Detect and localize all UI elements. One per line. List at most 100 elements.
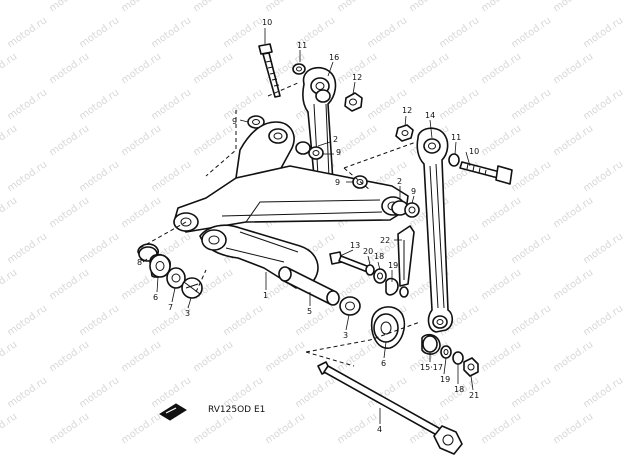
watermark-text: motod.ru	[77, 303, 121, 338]
watermark-text: motod.ru	[5, 231, 49, 266]
watermark-text: motod.ru	[263, 411, 307, 446]
watermark-text: motod.ru	[149, 87, 193, 122]
watermark-text: motod.ru	[551, 339, 595, 374]
callout-11-top: 11	[297, 41, 307, 50]
watermark-text: motod.ru	[335, 123, 379, 158]
watermark-text: motod.ru	[221, 15, 265, 50]
callout-9-b: 9	[336, 148, 341, 157]
watermark-text: motod.ru	[47, 339, 91, 374]
callout-11-right: 11	[451, 133, 461, 142]
watermark-text: motod.ru	[293, 303, 337, 338]
part-spacer-5	[278, 266, 340, 306]
watermark-text: motod.ru	[551, 123, 595, 158]
watermark-text: motod.ru	[509, 87, 553, 122]
watermark-text: motod.ru	[77, 15, 121, 50]
watermark-text: motod.ru	[191, 339, 235, 374]
watermark-text: motod.ru	[365, 87, 409, 122]
watermark-text: motod.ru	[479, 0, 523, 14]
watermark-text: motod.ru	[551, 411, 595, 446]
watermark-text: motod.ru	[221, 303, 265, 338]
watermark-text: motod.ru	[407, 51, 451, 86]
part-bolt-10-top	[258, 43, 281, 98]
watermark-text: motod.ru	[335, 411, 379, 446]
watermark-text: motod.ru	[581, 87, 625, 122]
watermark-text: motod.ru	[119, 195, 163, 230]
callout-15-17: 15·17	[420, 363, 443, 372]
part-bolt-13-assembly	[329, 251, 409, 298]
front-arrow-icon	[159, 403, 187, 421]
watermark-text: motod.ru	[149, 15, 193, 50]
watermark-text: motod.ru	[191, 51, 235, 86]
callout-12-top: 12	[352, 73, 362, 82]
watermark-text: motod.ru	[509, 303, 553, 338]
watermark-text: motod.ru	[119, 51, 163, 86]
callout-1: 1	[263, 291, 268, 300]
watermark-text: motod.ru	[5, 303, 49, 338]
watermark-text: motod.ru	[263, 0, 307, 14]
part-stack-right	[421, 333, 479, 377]
callout-3-center: 3	[343, 331, 348, 340]
callout-2-b: 2	[397, 177, 402, 186]
callout-6-center: 6	[381, 359, 386, 368]
watermark-text: motod.ru	[5, 15, 49, 50]
watermark-text: motod.ru	[479, 195, 523, 230]
watermark-text: motod.ru	[479, 51, 523, 86]
callout-22: 22	[380, 236, 390, 245]
part-washer-11-top	[292, 63, 306, 75]
watermark-text: motod.ru	[0, 195, 19, 230]
watermark-text: motod.ru	[551, 267, 595, 302]
watermark-text: motod.ru	[119, 411, 163, 446]
alignment-lines	[139, 81, 421, 367]
part-bearing-3-center	[339, 296, 361, 316]
watermark-text: motod.ru	[437, 159, 481, 194]
watermark-text: motod.ru	[551, 51, 595, 86]
parts-drawing	[137, 43, 513, 455]
watermark-text: motod.ru	[0, 267, 19, 302]
callout-8: 8	[137, 258, 142, 267]
watermark-text: motod.ru	[119, 339, 163, 374]
watermark-text: motod.ru	[0, 339, 19, 374]
watermark-text: motod.ru	[47, 123, 91, 158]
watermark-text: motod.ru	[47, 195, 91, 230]
callout-leaders	[142, 28, 474, 424]
callout-6-left: 6	[153, 293, 158, 302]
callout-20: 20	[363, 247, 373, 256]
watermark-text: motod.ru	[5, 87, 49, 122]
model-code-label: RV125OD E1	[208, 405, 265, 415]
watermark-text: motod.ru	[149, 375, 193, 410]
watermark-text: motod.ru	[47, 267, 91, 302]
part-shaft-bolt-4	[317, 361, 463, 455]
callout-21: 21	[469, 391, 479, 400]
callout-9-d: 9	[411, 187, 416, 196]
callout-2-a: 2	[333, 135, 338, 144]
callout-18-b: 18	[454, 385, 464, 394]
callout-16: 16	[329, 53, 339, 62]
watermark-text: motod.ru	[407, 0, 451, 14]
watermark-text: motod.ru	[191, 411, 235, 446]
watermark-text: motod.ru	[551, 195, 595, 230]
watermark-text: motod.ru	[263, 339, 307, 374]
callout-5: 5	[307, 307, 312, 316]
watermark-text: motod.ru	[335, 339, 379, 374]
watermark-text: motod.ru	[581, 231, 625, 266]
watermark-text: motod.ru	[77, 231, 121, 266]
watermark-text: motod.ru	[437, 87, 481, 122]
watermark-text: motod.ru	[77, 375, 121, 410]
watermark-text: motod.ru	[479, 267, 523, 302]
watermark-text: motod.ru	[581, 15, 625, 50]
callout-labels: 10 11 16 12 9 2 9 12 14 11 10 9 2 9 22 1…	[137, 18, 479, 434]
watermark-text: motod.ru	[149, 159, 193, 194]
watermark-text: motod.ru	[5, 375, 49, 410]
watermark-text: motod.ru	[191, 123, 235, 158]
watermark-text: motod.ru	[551, 0, 595, 14]
callout-10-right: 10	[469, 147, 479, 156]
callout-18-a: 18	[374, 252, 384, 261]
callout-14: 14	[425, 111, 435, 120]
watermark-text: motod.ru	[0, 51, 19, 86]
callout-19-a: 19	[388, 261, 398, 270]
callout-7: 7	[168, 303, 173, 312]
callout-9-c: 9	[335, 178, 340, 187]
callout-4: 4	[377, 425, 382, 434]
